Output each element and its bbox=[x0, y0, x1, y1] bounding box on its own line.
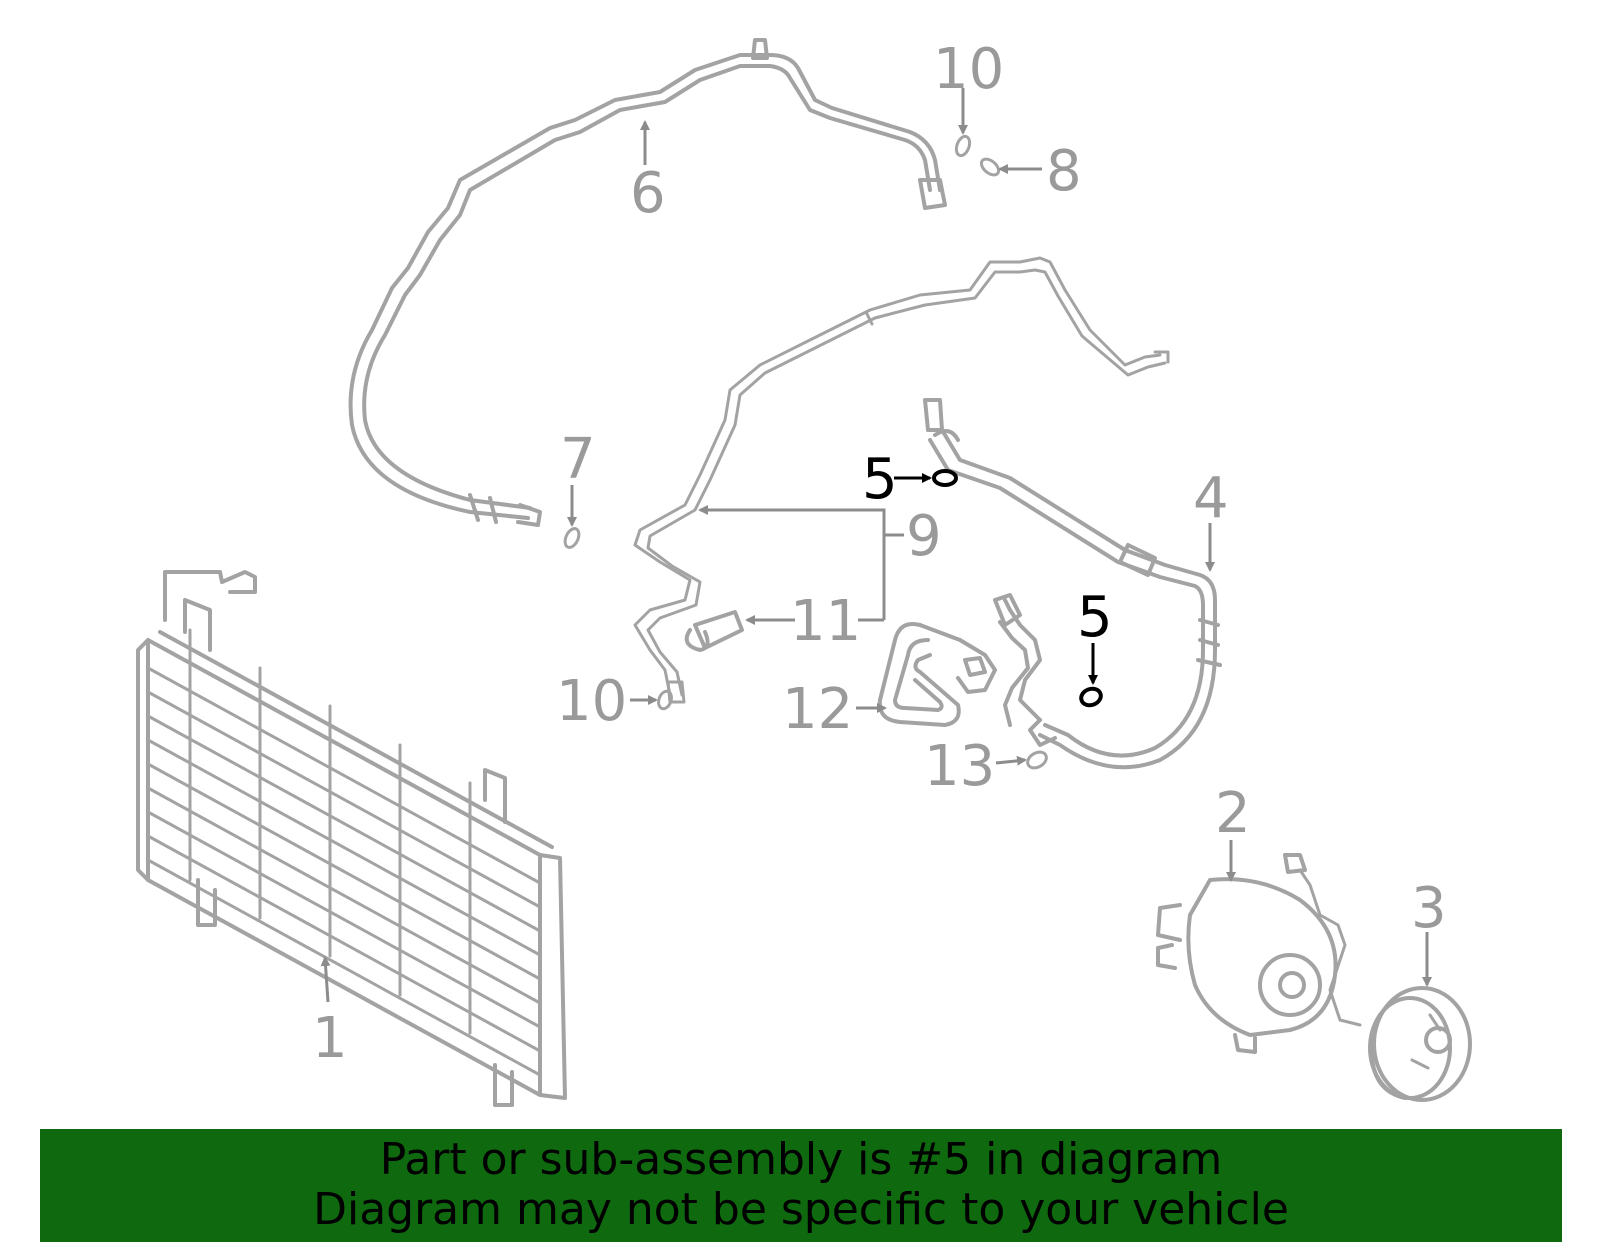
callout-13: 13 bbox=[924, 734, 995, 799]
hose-part-6 bbox=[348, 38, 947, 527]
callout-10-upper: 10 bbox=[933, 37, 1004, 102]
compressor-part-2 bbox=[1156, 853, 1362, 1054]
callout-11: 11 bbox=[790, 589, 861, 654]
callout-numbers: 1 2 3 4 5 5 6 7 8 9 10 10 11 12 13 bbox=[312, 37, 1447, 1071]
leader-lines bbox=[320, 88, 1432, 1003]
switch-part-11 bbox=[684, 610, 744, 652]
callout-5-lower: 5 bbox=[1077, 585, 1113, 650]
callout-5-upper: 5 bbox=[862, 447, 898, 512]
clutch-part-3 bbox=[1368, 986, 1472, 1102]
callout-1: 1 bbox=[312, 1006, 348, 1071]
banner-line-1: Part or sub-assembly is #5 in diagram bbox=[379, 1134, 1223, 1185]
info-banner: Part or sub-assembly is #5 in diagram Di… bbox=[40, 1129, 1562, 1242]
condenser-part-1 bbox=[136, 570, 567, 1107]
callout-9: 9 bbox=[906, 504, 942, 569]
o-rings-other bbox=[563, 134, 1048, 770]
callout-8: 8 bbox=[1046, 139, 1082, 204]
callout-7: 7 bbox=[560, 427, 596, 492]
callout-10-lower: 10 bbox=[556, 669, 627, 734]
callout-3: 3 bbox=[1411, 876, 1447, 941]
o-ring-part-5 bbox=[932, 469, 1103, 708]
callout-6: 6 bbox=[630, 161, 666, 226]
line-part-9 bbox=[633, 256, 1170, 704]
line-part-12 bbox=[877, 622, 997, 727]
callout-4: 4 bbox=[1193, 466, 1229, 531]
hose-part-4 bbox=[923, 398, 1222, 770]
callout-2: 2 bbox=[1215, 781, 1251, 846]
banner-line-2: Diagram may not be specific to your vehi… bbox=[313, 1184, 1289, 1235]
callout-12: 12 bbox=[782, 677, 853, 742]
